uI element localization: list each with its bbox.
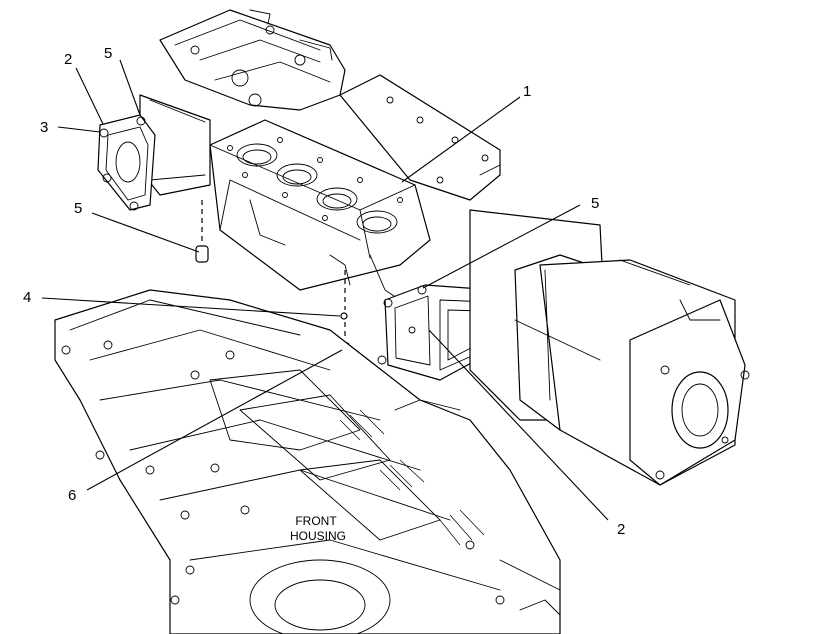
manifold-left-arm [139,94,211,196]
front-housing [54,289,561,634]
callout-4: 4 [23,289,31,306]
front-housing-label: FRONT HOUSING [290,514,346,543]
callout-1: 1 [523,83,531,100]
callout-2-bottom: 2 [617,521,625,538]
callout-2-top: 2 [64,51,72,68]
motor-cylinder [469,209,750,486]
callout-3: 3 [40,119,48,136]
left-flange [97,114,156,211]
leader-lines [41,59,609,521]
left-dowel [195,200,209,263]
rear-cover-plate [339,74,501,201]
callout-5-right: 5 [591,195,599,212]
front-housing-label-line2: HOUSING [290,529,346,543]
callout-5-top: 5 [104,45,112,62]
callouts: 2 5 3 5 1 5 4 6 2 [23,45,625,538]
callout-5-left: 5 [74,200,82,217]
manifold-block [209,119,431,301]
rear-top-housing [159,9,346,111]
front-housing-label-line1: FRONT [295,514,337,528]
callout-6: 6 [68,487,76,504]
